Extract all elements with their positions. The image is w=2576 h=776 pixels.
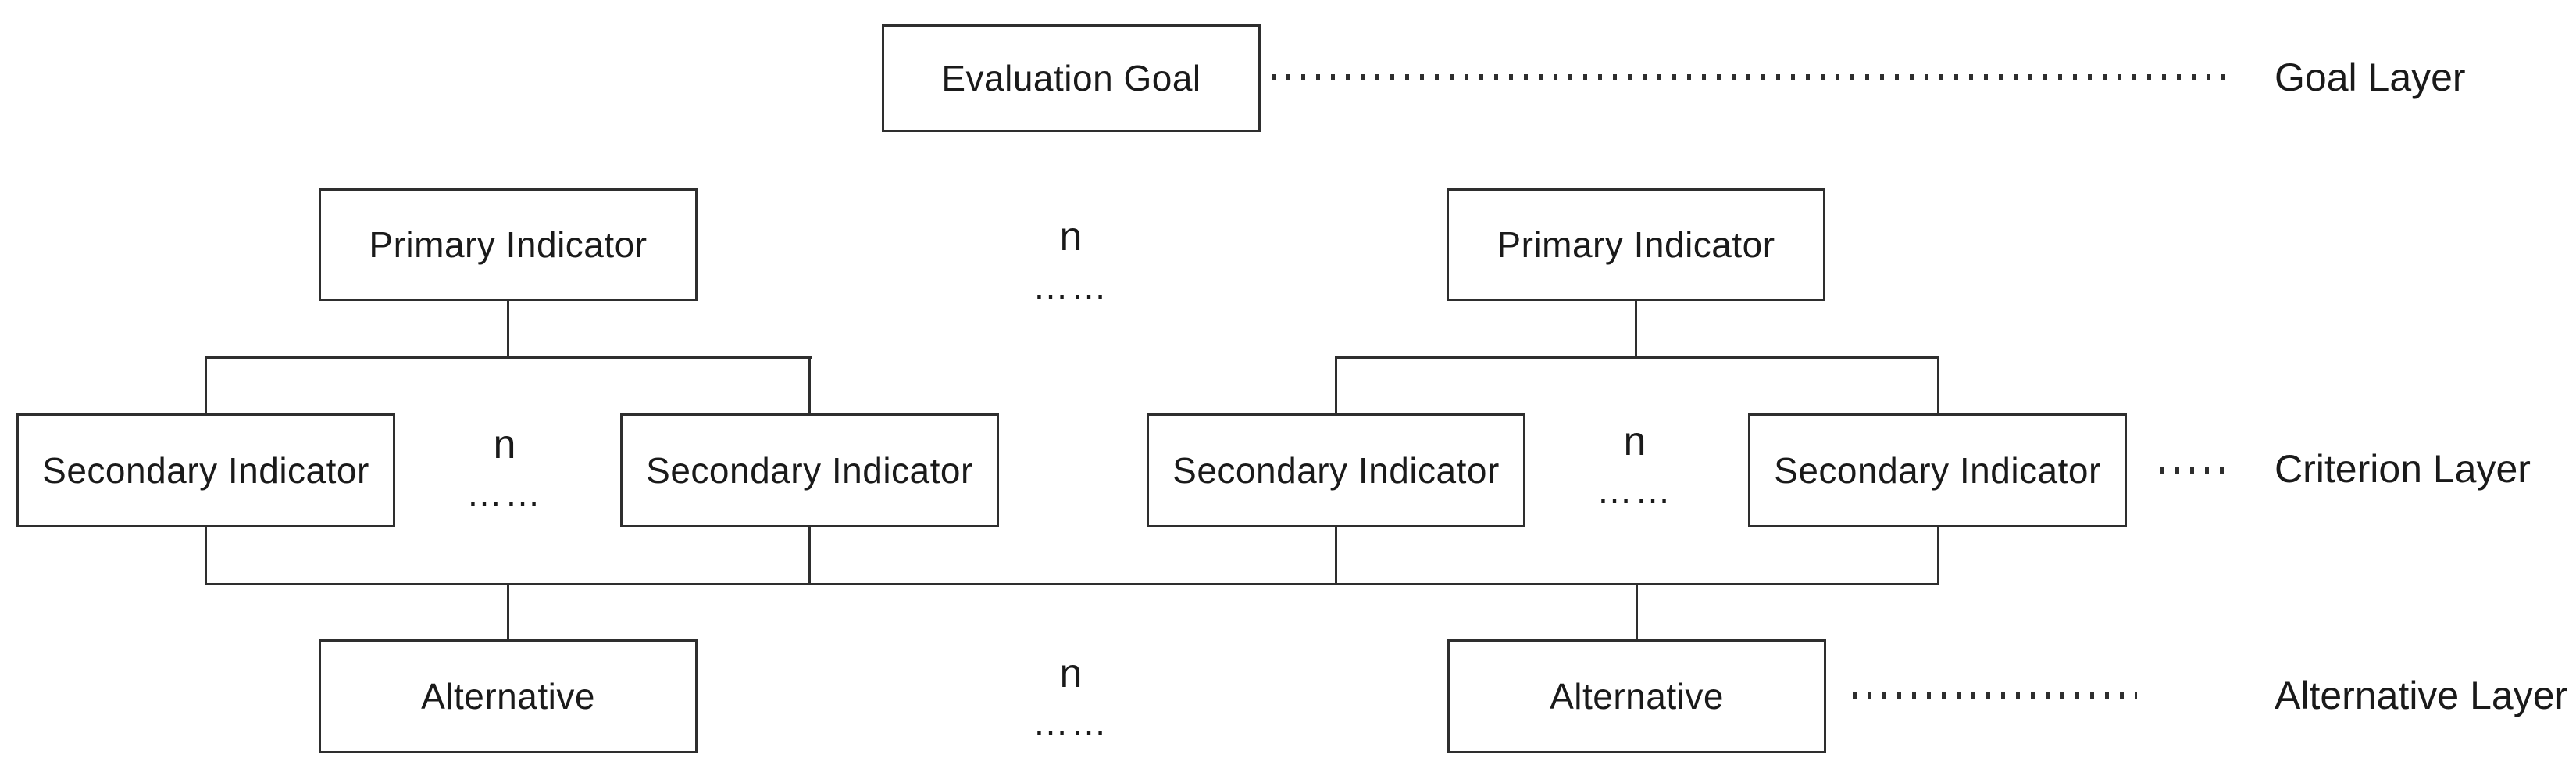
n-count-label: n: [1623, 419, 1647, 464]
connector-line: [507, 301, 509, 359]
connector-line: [1636, 583, 1638, 639]
node-evaluation-goal: Evaluation Goal: [882, 24, 1261, 132]
connector-line: [1335, 356, 1337, 415]
connector-line: [205, 527, 207, 585]
ellipsis-dots: ……: [1033, 266, 1109, 306]
node-alternative-left: Alternative: [319, 639, 698, 753]
ellipsis-between-secondary-left: n ……: [426, 424, 583, 512]
n-count-label: n: [493, 422, 516, 467]
connector-line: [205, 356, 207, 415]
node-primary-indicator-right-label: Primary Indicator: [1497, 224, 1775, 265]
connector-line: [507, 583, 509, 639]
ellipsis-between-alternatives: n ……: [993, 653, 1149, 741]
goal-layer-dotted-line: [1272, 74, 2232, 80]
node-evaluation-goal-label: Evaluation Goal: [941, 58, 1201, 98]
node-secondary-indicator-3-label: Secondary Indicator: [1172, 450, 1500, 491]
node-alternative-left-label: Alternative: [421, 676, 595, 717]
n-count-label: n: [1059, 214, 1083, 259]
node-alternative-right: Alternative: [1447, 639, 1826, 753]
node-secondary-indicator-1-label: Secondary Indicator: [42, 450, 369, 491]
node-secondary-indicator-1: Secondary Indicator: [16, 413, 395, 527]
node-secondary-indicator-4-label: Secondary Indicator: [1774, 450, 2101, 491]
node-primary-indicator-left-label: Primary Indicator: [369, 224, 648, 265]
ellipsis-dots: ……: [1597, 470, 1673, 511]
node-secondary-indicator-4: Secondary Indicator: [1748, 413, 2127, 527]
connector-line: [808, 356, 811, 415]
criterion-layer-dotted-line: [2160, 467, 2231, 474]
node-primary-indicator-right: Primary Indicator: [1447, 188, 1825, 301]
connector-line: [1937, 527, 1939, 585]
connector-line: [205, 583, 1939, 585]
ellipsis-between-primaries: n ……: [993, 216, 1149, 304]
ellipsis-dots: ……: [466, 474, 543, 514]
alternative-layer-dotted-line: [1853, 692, 2137, 699]
alternative-layer-label: Alternative Layer: [2275, 674, 2568, 717]
node-secondary-indicator-2-label: Secondary Indicator: [646, 450, 973, 491]
node-alternative-right-label: Alternative: [1550, 676, 1724, 717]
connector-line: [1335, 356, 1939, 359]
goal-layer-label: Goal Layer: [2275, 55, 2466, 99]
connector-line: [205, 356, 812, 359]
connector-line: [808, 527, 811, 585]
criterion-layer-label: Criterion Layer: [2275, 447, 2531, 491]
connector-line: [1335, 527, 1337, 585]
connector-line: [1635, 301, 1637, 359]
node-secondary-indicator-3: Secondary Indicator: [1147, 413, 1525, 527]
ellipsis-between-secondary-right: n ……: [1557, 421, 1713, 509]
node-primary-indicator-left: Primary Indicator: [319, 188, 698, 301]
ellipsis-dots: ……: [1033, 703, 1109, 743]
node-secondary-indicator-2: Secondary Indicator: [620, 413, 999, 527]
connector-line: [1937, 356, 1939, 415]
n-count-label: n: [1059, 651, 1083, 696]
